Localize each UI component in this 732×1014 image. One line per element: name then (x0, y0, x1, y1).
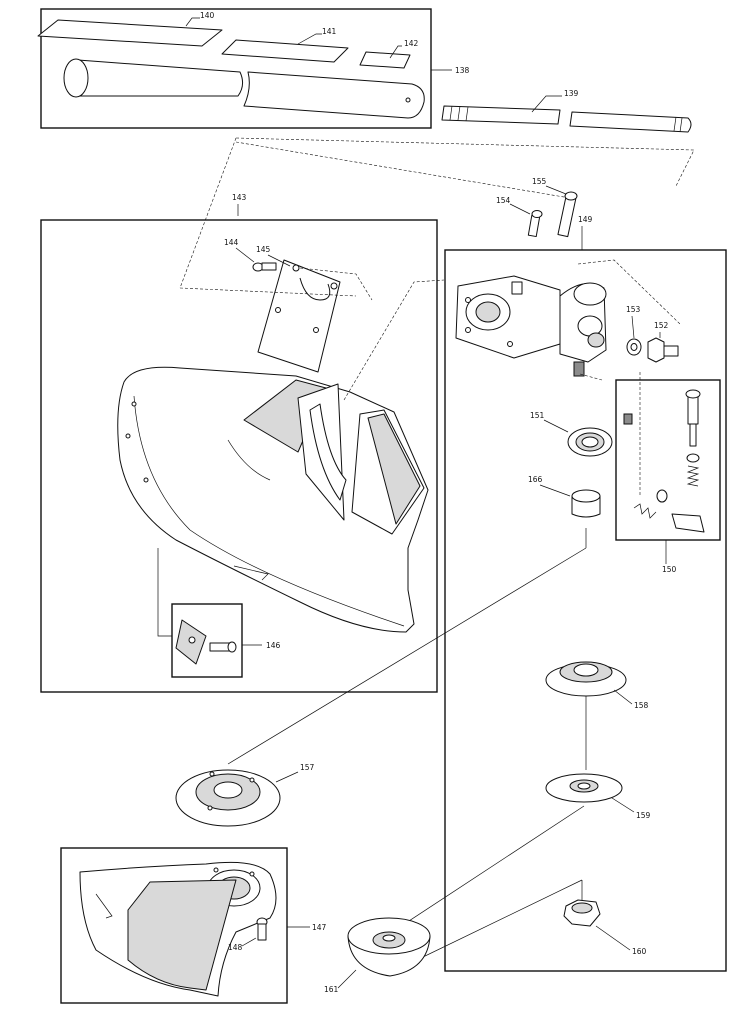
callout-142: 142 (404, 39, 419, 48)
lock-pin-150 (623, 372, 705, 533)
dash-gear-a (577, 259, 681, 325)
dash-145b (299, 267, 373, 301)
shaft-tube-frame (40, 8, 432, 129)
washer-153 (626, 338, 642, 356)
callout-153: 153 (626, 305, 641, 314)
leader-148 (241, 937, 257, 947)
leader-154 (509, 203, 531, 215)
leader-166 (539, 484, 571, 497)
lock-pin-subframe (615, 379, 721, 541)
mount-plate-145 (257, 259, 341, 373)
callout-143: 143 (232, 193, 247, 202)
callout-160: 160 (632, 947, 647, 956)
leaders-tube (185, 17, 562, 113)
callout-144: 144 (224, 238, 239, 247)
washer-159 (545, 773, 623, 803)
bush-166 (571, 489, 601, 518)
bearing-151 (567, 427, 613, 457)
dash-guard (343, 279, 445, 401)
leader-guard-bracket (157, 548, 172, 637)
leader-144 (235, 247, 255, 263)
screw-144 (252, 262, 277, 272)
leader-145 (267, 254, 291, 267)
callout-159: 159 (636, 811, 651, 820)
callout-155: 155 (532, 177, 547, 186)
guard-assembly-frame (40, 219, 438, 693)
nut-160 (563, 899, 601, 927)
guard-bracket-subframe (171, 603, 243, 678)
callout-151: 151 (530, 411, 545, 420)
callout-139: 139 (564, 89, 579, 98)
axis-to-157 (227, 547, 587, 765)
labels-140-141-142 (37, 19, 411, 69)
callout-141: 141 (322, 27, 337, 36)
callout-154: 154 (496, 196, 511, 205)
callout-138: 138 (455, 66, 470, 75)
gear-case-149 (455, 275, 607, 377)
assembly-lines-shaft (179, 137, 695, 289)
callout-150: 150 (662, 565, 677, 574)
leader-157 (275, 771, 299, 783)
guard-body (117, 366, 429, 633)
callout-166: 166 (528, 475, 543, 484)
leader-159 (611, 797, 635, 813)
callout-149: 149 (578, 215, 593, 224)
dash-gear-b (579, 373, 603, 381)
holder-158 (545, 661, 627, 697)
shaft-tube-138 (63, 58, 425, 119)
leader-161 (337, 969, 357, 989)
screw-148 (256, 917, 268, 941)
gear-head-frame (444, 249, 727, 972)
drive-shaft-139 (441, 105, 692, 133)
bolt-154 (527, 210, 543, 238)
leader-153 (631, 315, 635, 339)
bolt-152 (647, 337, 679, 363)
cup-161 (347, 917, 431, 977)
callout-161: 161 (324, 985, 339, 994)
bracket-146 (175, 619, 237, 665)
axis-159-161 (379, 805, 585, 941)
bolt-155 (557, 191, 578, 238)
callout-152: 152 (654, 321, 669, 330)
callout-147: 147 (312, 923, 327, 932)
leader-160 (595, 925, 631, 951)
leader-155 (545, 185, 567, 195)
callout-140: 140 (200, 11, 215, 20)
callout-145: 145 (256, 245, 271, 254)
callout-146: 146 (266, 641, 281, 650)
leader-151 (543, 419, 569, 433)
holder-157 (175, 769, 281, 827)
guard-extension-frame (60, 847, 288, 1004)
leader-158 (613, 689, 633, 705)
callout-157: 157 (300, 763, 315, 772)
callout-148: 148 (228, 943, 243, 952)
guard-extension-147 (79, 861, 277, 997)
dash-145 (179, 287, 357, 297)
callout-158: 158 (634, 701, 649, 710)
